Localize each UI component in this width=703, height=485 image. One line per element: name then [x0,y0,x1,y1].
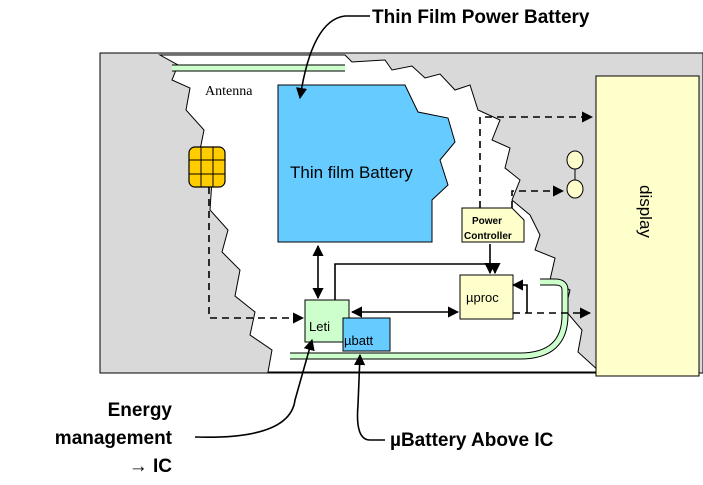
smart-card-chip-icon [188,146,226,188]
antenna-loop [172,64,569,360]
solid-connections [312,244,528,318]
callout-energy-line2: management [55,428,173,449]
thin-film-battery-label: Thin film Battery [290,163,413,182]
leti-label: Leti [309,319,330,334]
callout-line-ubattery [354,353,385,441]
power-controller [461,207,525,243]
callout-line-battery [296,15,370,100]
callout-thin-film-power-battery: Thin Film Power Battery [372,7,590,28]
dashed-connections [208,111,594,324]
thin-film-battery [277,84,456,243]
ubatt-chip [342,317,391,352]
power-controller-label-line1: Power [472,216,502,227]
antenna-label: Antenna [205,84,253,99]
power-controller-label-line2: Controller [464,231,512,242]
callout-ubattery-above-ic: µBattery Above IC [390,430,554,451]
led-indicator-icon [566,150,584,170]
callout-line-energy [194,338,315,439]
led-indicator-icon [566,179,584,199]
callout-energy-line1: Energy [108,400,173,421]
ubatt-label: µbatt [344,333,374,348]
display-panel [595,75,700,377]
leti-chip [304,299,350,343]
callout-energy-line3: → IC [129,456,173,477]
uproc-chip [459,274,514,320]
display-label: display [636,185,655,238]
uproc-label: µproc [466,290,499,305]
